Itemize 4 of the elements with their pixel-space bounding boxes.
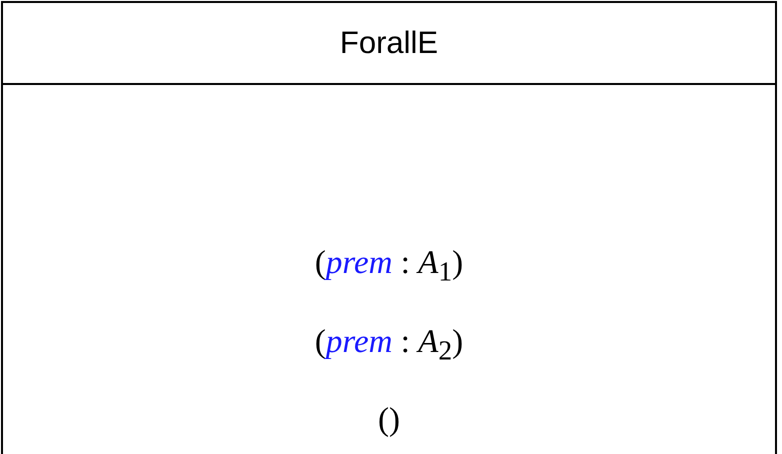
premise-line: (prem : A$_{1}$) — [314, 244, 464, 289]
premise-line: (prem : A$_{2}$) — [314, 322, 464, 368]
header-title: ForallE — [340, 25, 438, 61]
premise-line: () — [378, 401, 400, 440]
